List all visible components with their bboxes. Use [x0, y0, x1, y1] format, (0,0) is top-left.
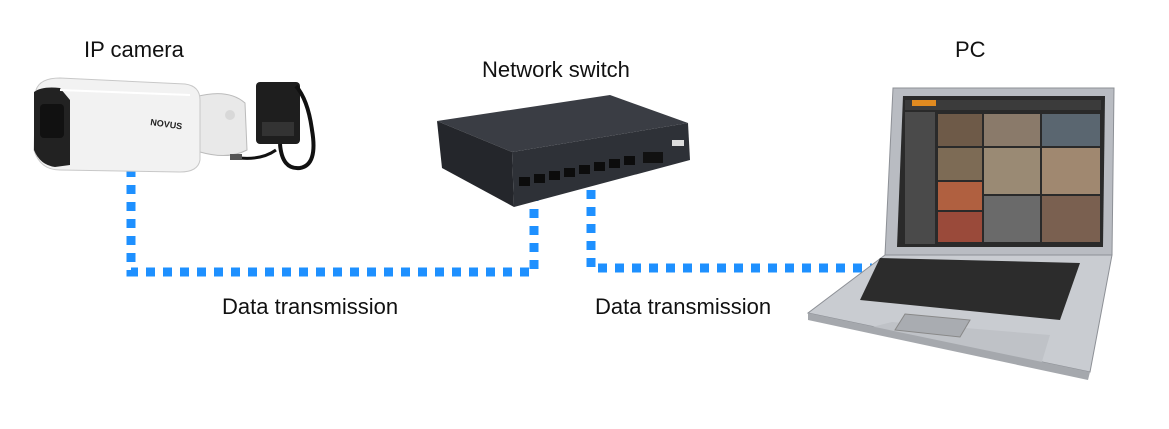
- data-transmission-label-pc: Data transmission: [595, 294, 772, 319]
- svg-text:NOVUS: NOVUS: [150, 117, 183, 131]
- cable-switch-pc: [586, 190, 872, 273]
- switch-label: Network switch: [482, 57, 630, 82]
- camera-label: IP camera: [84, 37, 184, 62]
- ip-camera-icon: NOVUS: [33, 77, 248, 173]
- cable-camera-switch: [126, 168, 539, 277]
- pc-label: PC: [955, 37, 986, 62]
- laptop-pc-icon: [806, 87, 1115, 380]
- network-switch-icon: [437, 95, 690, 207]
- data-transmission-label-camera: Data transmission: [222, 294, 399, 319]
- screen-content-icon: [905, 100, 1101, 244]
- power-adapter-icon: [230, 82, 316, 171]
